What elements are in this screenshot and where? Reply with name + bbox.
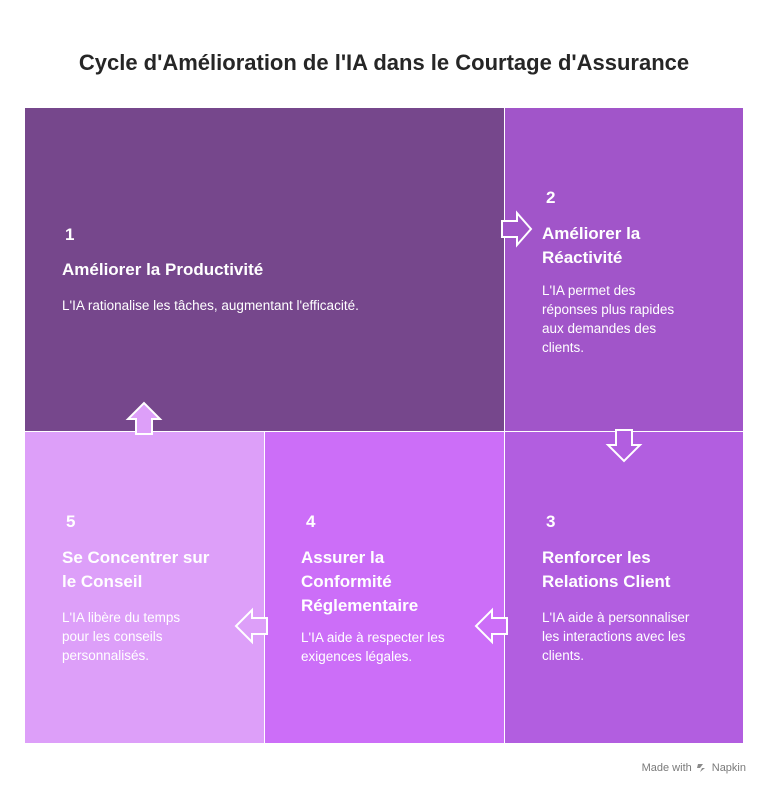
- step-1-block: 1 Améliorer la Productivité L'IA rationa…: [25, 108, 504, 431]
- step-5-number: 5: [66, 512, 76, 531]
- step-1-number: 1: [65, 225, 75, 244]
- step-1-heading: Améliorer la Productivité: [62, 260, 264, 279]
- arrow-left-icon: [474, 607, 508, 645]
- arrow-down-icon: [605, 429, 643, 463]
- step-2-heading-line: Réactivité: [542, 248, 623, 267]
- step-3-description-line: les interactions avec les: [542, 629, 686, 644]
- step-3-description-line: clients.: [542, 648, 585, 663]
- made-with-label: Made with: [641, 762, 692, 774]
- step-5-description-line: pour les conseils: [62, 629, 163, 644]
- step-3-heading-line: Renforcer les: [542, 548, 651, 567]
- step-2-description-line: L'IA permet des: [542, 283, 636, 298]
- made-with-napkin-footer[interactable]: Made with Napkin: [642, 762, 746, 774]
- step-4-heading-line: Assurer la: [301, 548, 385, 567]
- step-5-description: L'IA libère du temps pour les conseils p…: [62, 608, 180, 665]
- arrow-left-icon: [234, 607, 268, 645]
- step-4-description-line: exigences légales.: [301, 649, 413, 664]
- step-5-heading-line: Se Concentrer sur: [62, 548, 210, 567]
- step-3-heading-line: Relations Client: [542, 572, 671, 591]
- arrow-right-icon: [501, 210, 533, 248]
- step-3-number: 3: [546, 512, 556, 531]
- step-2-number: 2: [546, 188, 556, 207]
- step-5-description-line: L'IA libère du temps: [62, 610, 181, 625]
- step-4-number: 4: [306, 512, 316, 531]
- diagram-title: Cycle d'Amélioration de l'IA dans le Cou…: [78, 50, 690, 75]
- step-2-block: 2 Améliorer la Réactivité L'IA permet de…: [505, 108, 743, 431]
- step-4-description: L'IA aide à respecter les exigences léga…: [301, 628, 445, 666]
- step-3-description: L'IA aide à personnaliser les interactio…: [542, 608, 689, 665]
- step-2-description-line: réponses plus rapides: [542, 302, 675, 317]
- step-2-description-line: aux demandes des: [542, 321, 657, 336]
- step-4-heading: Assurer la Conformité Réglementaire: [301, 546, 418, 618]
- step-5-description-line: personnalisés.: [62, 648, 150, 663]
- step-4-block: 4 Assurer la Conformité Réglementaire L'…: [265, 432, 504, 743]
- step-3-heading: Renforcer les Relations Client: [542, 546, 670, 594]
- step-1-description: L'IA rationalise les tâches, augmentant …: [62, 298, 359, 313]
- step-4-description-line: L'IA aide à respecter les: [301, 630, 445, 645]
- step-5-heading-line: le Conseil: [62, 572, 143, 591]
- step-3-description-line: L'IA aide à personnaliser: [542, 610, 690, 625]
- step-2-description-line: clients.: [542, 340, 585, 355]
- step-5-heading: Se Concentrer sur le Conseil: [62, 546, 209, 594]
- napkin-logo-icon: [696, 764, 705, 772]
- step-3-block: 3 Renforcer les Relations Client L'IA ai…: [505, 432, 743, 743]
- step-2-description: L'IA permet des réponses plus rapides au…: [542, 281, 674, 357]
- step-4-heading-line: Conformité: [301, 572, 392, 591]
- step-2-heading: Améliorer la Réactivité: [542, 222, 640, 270]
- step-2-heading-line: Améliorer la: [542, 224, 641, 243]
- step-4-heading-line: Réglementaire: [301, 596, 419, 615]
- napkin-brand-label: Napkin: [711, 762, 746, 774]
- arrow-up-icon: [125, 401, 163, 435]
- step-5-block: 5 Se Concentrer sur le Conseil L'IA libè…: [25, 432, 264, 743]
